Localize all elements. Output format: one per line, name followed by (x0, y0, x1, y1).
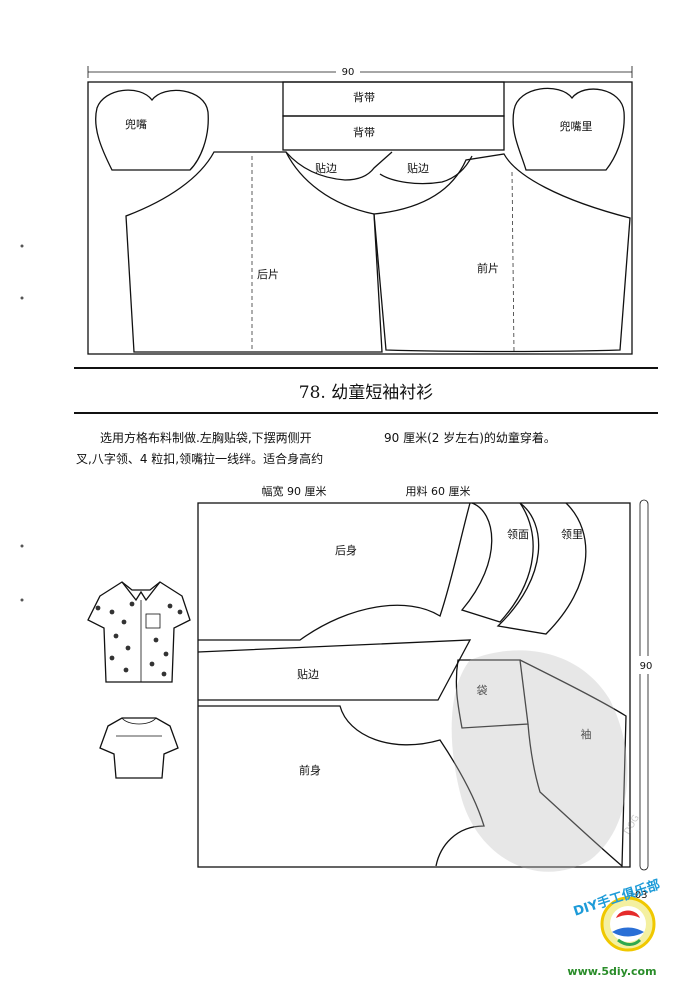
height-dimension-label: 90 (640, 661, 653, 672)
diy-club-logo: DIY手工俱乐部 www.5diy.com (567, 877, 662, 978)
label-pocket-flap-lining: 兜嘴里 (560, 119, 593, 133)
fabric-width-label: 幅宽 90 厘米 (262, 484, 327, 498)
front-body-outline (198, 705, 485, 867)
height-label-bg (638, 656, 652, 674)
facing-left-piece (285, 151, 393, 181)
collar-face-piece (460, 502, 534, 623)
shirt-pocket (145, 613, 161, 629)
strap-piece-1 (282, 81, 505, 117)
label-strap-1: 背带 (353, 90, 375, 104)
shirt-back-illustration (99, 717, 179, 779)
strap-piece-2 (282, 115, 505, 151)
logo-figure-blue (612, 927, 644, 937)
shirt-back-outline (99, 717, 179, 779)
bottom-fabric-outline (197, 502, 631, 868)
pocket-flap-piece (95, 89, 209, 171)
shirt-collar (121, 581, 161, 602)
top-pattern-diagram: 90 兜嘴 背带 背带 兜嘴里 贴边 贴边 后片 前片 (87, 64, 633, 355)
section-title: 78. 幼童短袖衬衫 (299, 383, 433, 403)
pocket-flap-lining-piece (512, 87, 625, 171)
logo-url-text: www.5diy.com (567, 965, 656, 978)
fabric-usage-label: 用料 60 厘米 (406, 484, 471, 498)
back-body-outline (198, 502, 471, 641)
pocket-piece (455, 659, 529, 729)
bottom-pattern-diagram: 幅宽 90 厘米 用料 60 厘米 90 后身 领面 领里 贴边 袋 袖 前身 (197, 484, 653, 871)
watermark-stamp-shape (451, 650, 628, 872)
description-line-2: 叉,八字领、4 粒扣,领嘴拉一线绊。适合身高约 (76, 451, 323, 466)
margin-mark (20, 244, 24, 248)
front-piece-outline (373, 153, 631, 353)
back-piece-outline (125, 151, 383, 353)
label-collar-face: 领面 (507, 528, 529, 541)
collar-lining-piece (496, 502, 587, 635)
shirt-print-pattern (95, 601, 183, 677)
label-facing: 贴边 (297, 667, 319, 681)
label-back-piece: 后片 (257, 268, 279, 281)
shirt-back-collar (121, 717, 157, 725)
page-number: 103 (628, 890, 647, 901)
label-front-body: 前身 (299, 763, 321, 777)
label-strap-2: 背带 (353, 125, 375, 139)
logo-figure-green (617, 938, 642, 946)
label-facing-right: 贴边 (407, 161, 429, 175)
top-fabric-outline (87, 81, 633, 355)
sleeve-piece (519, 659, 627, 868)
shirt-front-outline (87, 581, 191, 683)
facing-right-piece (379, 155, 473, 185)
margin-mark (20, 544, 24, 548)
front-placket-line (511, 171, 515, 353)
label-back-body: 后身 (335, 543, 357, 557)
facing-strip-outline (197, 639, 472, 701)
shirt-front-illustration (87, 581, 191, 683)
logo-figure-red (616, 910, 640, 918)
dimension-label-bg (336, 64, 360, 78)
label-sleeve: 袖 (581, 727, 592, 741)
watermark-stamp: DOG (451, 650, 642, 872)
height-dimension-bracket (639, 499, 649, 871)
margin-mark (20, 296, 24, 300)
watermark-stamp-text: DOG (623, 813, 642, 836)
description-text: 选用方格布料制做.左胸贴袋,下摆两侧开 叉,八字领、4 粒扣,领嘴拉一线绊。适合… (76, 430, 556, 466)
label-collar-lining: 领里 (561, 528, 583, 541)
label-front-piece: 前片 (477, 261, 499, 275)
label-pocket: 袋 (477, 683, 488, 697)
margin-mark (20, 598, 24, 602)
description-line-3: 90 厘米(2 岁左右)的幼童穿着。 (384, 430, 556, 445)
width-dimension-label: 90 (342, 67, 355, 78)
description-line-1: 选用方格布料制做.左胸贴袋,下摆两侧开 (100, 430, 312, 445)
label-pocket-flap: 兜嘴 (125, 117, 147, 131)
label-facing-left: 贴边 (315, 161, 337, 175)
